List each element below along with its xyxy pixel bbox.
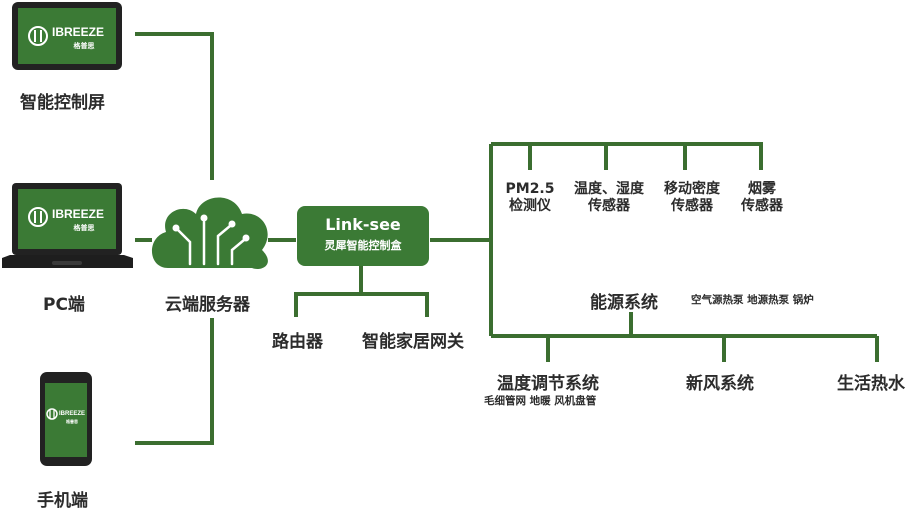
- line-phone-cloud: [135, 318, 214, 445]
- line-screen-cloud: [135, 32, 214, 180]
- fresh-air-label: 新风系统: [686, 374, 754, 394]
- sensor-pm25: PM2.5 检测仪: [495, 181, 565, 215]
- brand-sub-phone: 格普思: [66, 418, 78, 424]
- sensor-motion-line2: 传感器: [671, 198, 713, 214]
- router-label: 路由器: [272, 332, 323, 352]
- sensor-temp-humidity: 温度、湿度 传感器: [566, 181, 652, 215]
- connector-lines: [135, 32, 879, 445]
- mobile-phone-device: IBREEZE 格普思: [40, 372, 92, 466]
- brand-name-phone: IBREEZE: [59, 411, 85, 417]
- sensor-motion-density: 移动密度 传感器: [654, 181, 730, 215]
- sensor-temp-line2: 传感器: [588, 198, 630, 214]
- hub-title: Link-see: [325, 215, 401, 234]
- pc-laptop-device: IBREEZE 格普思: [2, 183, 133, 268]
- pc-label: PC端: [43, 295, 85, 315]
- sensor-temp-line1: 温度、湿度: [574, 181, 644, 197]
- sensor-pm25-line1: PM2.5: [505, 181, 555, 197]
- smart-gateway-label: 智能家居网关: [362, 332, 464, 352]
- brand-sub-pc: 格普思: [74, 223, 95, 232]
- control-screen-device: IBREEZE 格普思: [12, 2, 122, 70]
- cloud-server-icon: [151, 197, 268, 270]
- sensor-smoke: 烟雾 传感器: [732, 181, 792, 215]
- energy-system-items: 空气源热泵 地源热泵 锅炉: [691, 294, 814, 306]
- hub-subtitle: 灵犀智能控制盒: [324, 239, 402, 252]
- link-see-hub: Link-see 灵犀智能控制盒: [297, 206, 429, 266]
- sensor-motion-line1: 移动密度: [664, 181, 720, 197]
- brand-name-screen: IBREEZE: [52, 25, 104, 39]
- brand-sub-screen: 格普思: [74, 41, 95, 50]
- sensor-smoke-line2: 传感器: [741, 198, 783, 214]
- brand-name-pc: IBREEZE: [52, 207, 104, 221]
- brand-logo-icon: IBREEZE 格普思: [28, 25, 104, 50]
- sensor-smoke-line1: 烟雾: [748, 181, 776, 197]
- brand-logo-icon: IBREEZE 格普思: [28, 207, 104, 232]
- temp-control-items: 毛细管网 地暖 风机盘管: [484, 395, 597, 407]
- hot-water-label: 生活热水: [837, 374, 905, 394]
- phone-label: 手机端: [37, 491, 88, 511]
- sensor-pm25-line2: 检测仪: [509, 198, 551, 214]
- control-screen-label: 智能控制屏: [20, 93, 105, 113]
- energy-system-label: 能源系统: [590, 293, 658, 313]
- line-gateway-branch: [294, 292, 429, 317]
- cloud-label: 云端服务器: [165, 295, 250, 315]
- brand-logo-icon: IBREEZE 格普思: [46, 408, 85, 424]
- temp-control-label: 温度调节系统: [497, 374, 599, 394]
